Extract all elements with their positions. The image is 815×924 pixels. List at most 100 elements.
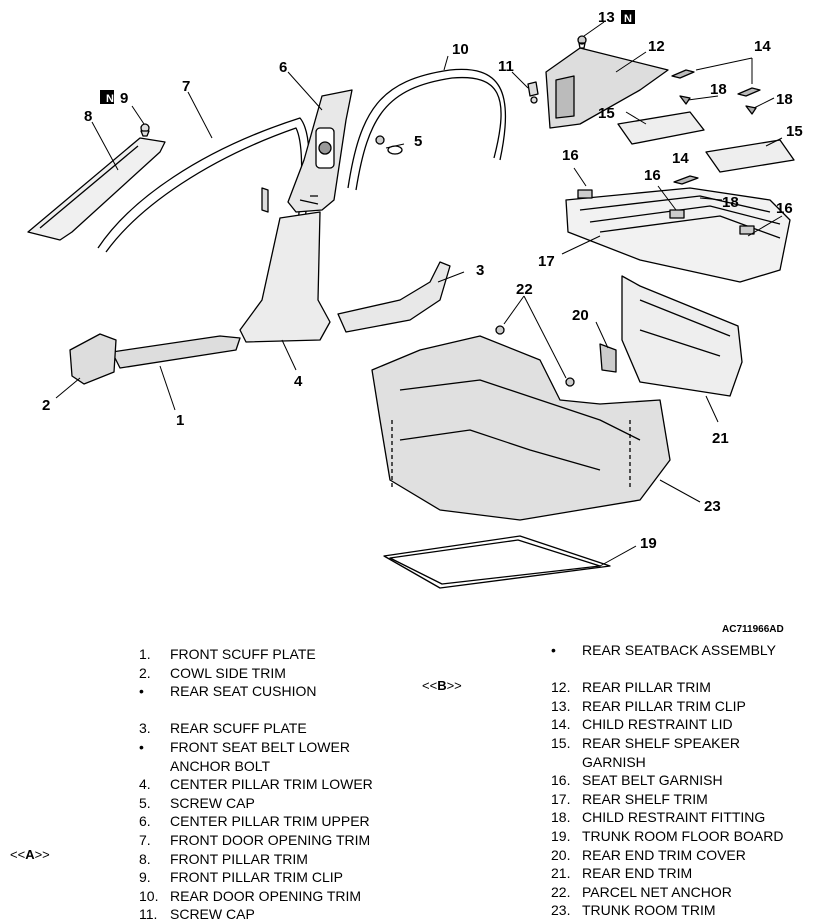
front-pillar-clip-part: [140, 123, 150, 137]
legend-row: 1.FRONT SCUFF PLATE: [139, 645, 373, 664]
legend-text: CHILD RESTRAINT LID: [582, 716, 733, 733]
legend-row: 9.FRONT PILLAR TRIM CLIP: [139, 868, 373, 887]
marker-a: <<A>>: [10, 847, 50, 862]
callout: 16: [562, 147, 579, 164]
legend-number: 11.: [139, 906, 158, 923]
legend-row: 11.SCREW CAP: [139, 905, 373, 924]
trunk-room-trim-part: [371, 335, 671, 521]
callout: 10: [452, 41, 469, 58]
legend-number: 23.: [551, 902, 571, 919]
legend-number: •: [139, 683, 144, 700]
legend-text: REAR SEATBACK ASSEMBLY: [582, 642, 776, 658]
front-pillar-trim-part: [27, 137, 166, 241]
rear-pillar-clip-part: [577, 35, 587, 49]
legend-text: SCREW CAP: [170, 794, 255, 811]
legend-row: • REAR SEATBACK ASSEMBLY: [551, 641, 783, 660]
callout: 6: [279, 59, 287, 76]
callout: 15: [786, 123, 803, 140]
legend-number: 10.: [139, 887, 159, 904]
child-restraint-lid-parts: [671, 69, 761, 185]
legend-row: 2. COWL SIDE TRIM: [139, 664, 373, 683]
legend-text: GARNISH: [582, 753, 646, 770]
leader-lines: [55, 21, 783, 567]
legend-number: 15.: [551, 734, 571, 751]
legend-row: 17. REAR SHELF TRIM: [551, 790, 783, 809]
callout: 18: [722, 194, 739, 211]
legend-row: 21.REAR END TRIM: [551, 864, 783, 883]
rear-end-trim-part: [599, 275, 743, 397]
callout: 2: [42, 397, 50, 414]
callout: 19: [640, 535, 657, 552]
legend-number: [551, 753, 582, 772]
legend-text: REAR SHELF SPEAKER: [582, 734, 740, 751]
legend-number: 18.: [551, 809, 571, 826]
legend-text: CHILD RESTRAINT FITTING: [582, 809, 766, 826]
legend-text: TRUNK ROOM FLOOR BOARD: [582, 827, 784, 844]
callout-numbers: 1 2 3 4 5 6 7 8 9 10 11 12 13 14 14 15 1…: [42, 9, 803, 552]
legend-number: 19.: [551, 827, 571, 844]
legend-number: 2.: [139, 664, 151, 681]
legend-number: •: [139, 738, 144, 755]
legend-row: 7.FRONT DOOR OPENING TRIM: [139, 831, 373, 850]
legend-text: FRONT PILLAR TRIM: [170, 850, 308, 867]
legend-number: 14.: [551, 716, 571, 733]
legend-row: 20. REAR END TRIM COVER: [551, 846, 783, 865]
legend-number: •: [551, 642, 556, 658]
legend-number: 17.: [551, 790, 571, 807]
callout: 14: [672, 150, 689, 167]
legend-row: [551, 660, 783, 679]
center-pillar-trim-upper-part: [287, 89, 353, 213]
legend-number: 12.: [551, 679, 571, 696]
exploded-parts-diagram: N N 1 2 3 4 5 6 7 8 9 10 11 12 13 14 14 …: [27, 9, 803, 589]
legend-text: REAR END TRIM: [582, 865, 693, 882]
n-badge-icons: [100, 10, 635, 104]
legend-row: 14. CHILD RESTRAINT LID: [551, 715, 783, 734]
legend-row: 18. CHILD RESTRAINT FITTING: [551, 808, 783, 827]
legend-row: ANCHOR BOLT: [139, 757, 373, 776]
legend-text: REAR PILLAR TRIM: [582, 679, 711, 696]
legend-text: REAR END TRIM COVER: [582, 846, 746, 863]
marker-b: <<B>>: [422, 678, 462, 693]
n-badge-label: N: [106, 93, 114, 105]
callout: 16: [644, 167, 661, 184]
legend-text: COWL SIDE TRIM: [170, 664, 286, 681]
legend-text: TRUNK ROOM TRIM: [582, 902, 716, 919]
callout: 11: [498, 58, 514, 75]
callout: 7: [182, 78, 190, 95]
n-badge-label: N: [624, 13, 632, 25]
legend-row: 4.CENTER PILLAR TRIM LOWER: [139, 775, 373, 794]
legend-row: 16.SEAT BELT GARNISH: [551, 771, 783, 790]
callout: 18: [776, 91, 793, 108]
legend-number: 8.: [139, 850, 151, 867]
trunk-floor-board-part: [383, 535, 611, 589]
legend-number: 7.: [139, 831, 151, 848]
legend-number: 6.: [139, 813, 151, 830]
rear-door-opening-trim-part: [347, 68, 507, 191]
legend-number: 20.: [551, 846, 571, 863]
legend-right: • REAR SEATBACK ASSEMBLY 12. REAR PILLAR TR…: [551, 641, 783, 920]
legend-number: [139, 757, 170, 776]
legend-text: REAR SCUFF PLATE: [170, 720, 307, 737]
legend-row: 3.REAR SCUFF PLATE: [139, 719, 373, 738]
front-scuff-plate-part: [111, 335, 241, 369]
rear-shelf-trim-part: [565, 187, 791, 283]
legend-number: 16.: [551, 772, 571, 789]
legend-row: [139, 701, 373, 720]
legend-text: FRONT SEAT BELT LOWER: [170, 738, 350, 755]
rear-scuff-plate-part: [337, 261, 451, 333]
callout: 16: [776, 200, 793, 217]
callout: 12: [648, 38, 665, 55]
legend-number: 4.: [139, 776, 151, 793]
center-pillar-trim-lower-part: [239, 211, 331, 343]
legend-number: 9.: [139, 869, 151, 886]
callout: 8: [84, 108, 92, 125]
legend-row: GARNISH: [551, 753, 783, 772]
reference-code: AC711966AD: [722, 624, 784, 635]
callout: 23: [704, 498, 721, 515]
legend-number: 13.: [551, 697, 571, 714]
legend-row: 22.PARCEL NET ANCHOR: [551, 883, 783, 902]
legend-row: 23. TRUNK ROOM TRIM: [551, 901, 783, 920]
legend-text: REAR SHELF TRIM: [582, 790, 708, 807]
legend-row: 15. REAR SHELF SPEAKER: [551, 734, 783, 753]
